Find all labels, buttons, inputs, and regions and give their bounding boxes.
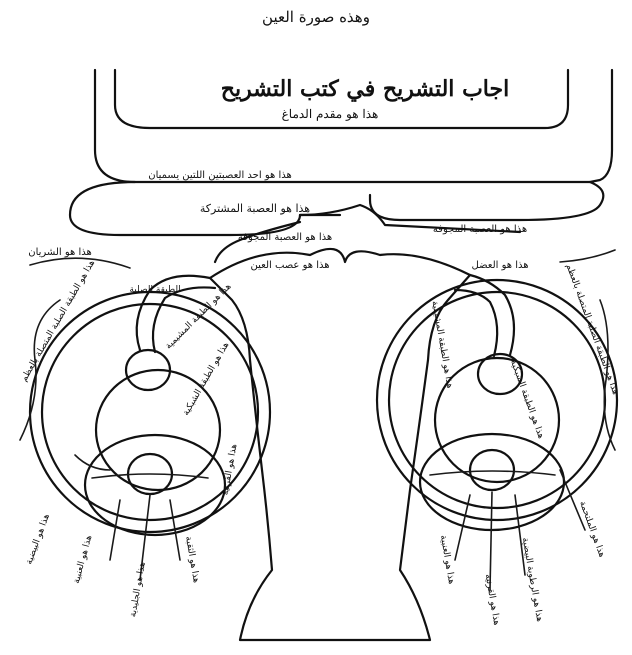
label-left-cornea: هذا هو القرنية xyxy=(221,443,240,496)
label-right-bottom-2: هذا هو القرنية xyxy=(483,573,502,626)
label-right-bottom-1: هذا هو العنبية xyxy=(438,534,457,585)
label-right-bottom-4: هذا هو الملتحمة xyxy=(577,500,607,559)
label-left-outer: هذا هو الطبقة الصلبة المتصلة بالعظم xyxy=(19,258,97,383)
right-leader-1 xyxy=(560,250,615,262)
label-right-bottom-3: هذا هو الرطوبة البيضية xyxy=(520,537,545,623)
diagram-subtitle: هذا هو مقدم الدماغ xyxy=(282,107,379,121)
label-chiasm: هذا هو العصبة المشتركة xyxy=(200,202,310,215)
diagram-title: اجاب التشريح في كتب التشريح xyxy=(221,76,509,102)
right-eye-nerve-stem-inner xyxy=(455,290,497,356)
label-left-bottom-3: هذا هو الجليدية xyxy=(128,561,148,618)
label-hollow-nerve: هذا هو العصبة المجوفة xyxy=(238,232,332,243)
label-right-upper-2: هذا هو العضل xyxy=(472,260,529,271)
label-left-bottom-4: هذا هو الثقبة xyxy=(183,536,201,584)
label-eye-nerve: هذا هو عصب العين xyxy=(250,260,329,271)
label-right-mid: هذا هو الطبقة المشيمية xyxy=(429,300,454,389)
diagram-caption: وهذه صورة العين xyxy=(262,8,370,26)
right-eye-nerve-stem xyxy=(470,275,514,355)
label-left-bottom-1: هذا هو البيضية xyxy=(24,512,52,566)
right-eye-iris-line xyxy=(430,471,555,475)
left-leader-4 xyxy=(110,500,120,560)
right-eye-lens xyxy=(470,450,514,490)
label-upper-left-2: الطبقة الصلبة xyxy=(129,285,180,295)
label-right-inner: هذا هو الطبقة الشبكية xyxy=(508,359,546,441)
right-optic-nerve xyxy=(370,182,603,220)
left-eye-iris-line xyxy=(92,474,208,478)
label-optic-nerve-right: هذا هو احد العصبتين اللتين يسميان xyxy=(148,170,292,181)
label-right-outer: هذا هو الطبقة الصلبة المتصلة بالعظم xyxy=(564,263,621,397)
label-upper-left-1: هذا هو الشريان xyxy=(28,247,92,258)
label-right-upper-1: هذا هو العصبة المجوفة xyxy=(433,224,527,235)
right-eye-sclera xyxy=(377,280,617,520)
label-left-bottom-2: هذا هو العنبية xyxy=(72,534,95,585)
left-leader-1 xyxy=(30,258,130,268)
right-leader-5 xyxy=(515,495,525,575)
